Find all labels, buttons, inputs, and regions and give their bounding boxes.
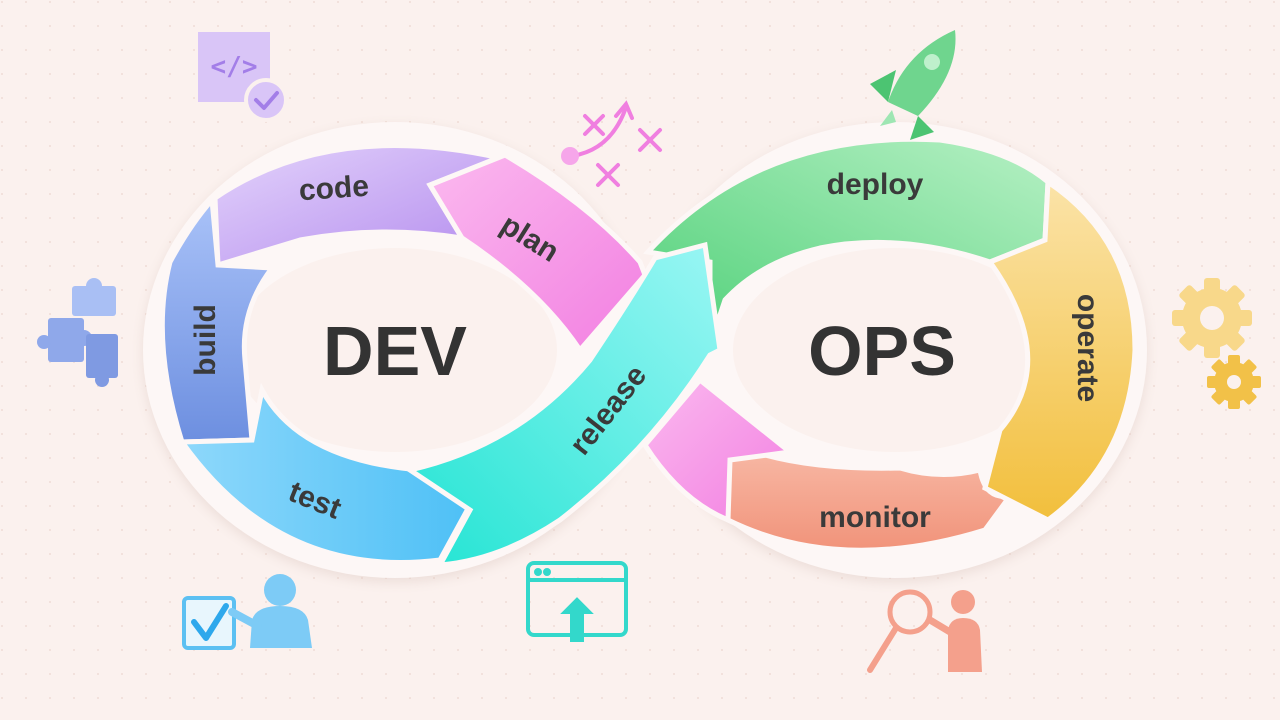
- strategy-icon: [561, 100, 662, 187]
- puzzle-icon: [37, 278, 118, 387]
- segment-operate: [982, 177, 1138, 523]
- segment-plan: [426, 152, 648, 355]
- stage-label-code: code: [298, 170, 370, 208]
- stage-label-operate: operate: [1071, 294, 1104, 402]
- stage-label-monitor: monitor: [819, 501, 931, 534]
- stage-label-deploy: deploy: [827, 168, 924, 201]
- upload-window-icon: [526, 561, 628, 642]
- segment-release: [403, 241, 723, 568]
- svg-text:</>: </>: [211, 52, 258, 82]
- segment-build: [159, 193, 277, 445]
- rocket-icon: [870, 30, 956, 140]
- segment-plan-lower: [641, 376, 797, 524]
- checklist-person-icon: [182, 574, 312, 650]
- segment-monitor: [705, 435, 1016, 553]
- gears-icon: [1172, 278, 1261, 409]
- code-check-icon: </>: [198, 32, 288, 122]
- ops-label: OPS: [808, 312, 956, 390]
- dev-label: DEV: [323, 312, 467, 390]
- stage-label-build: build: [189, 304, 222, 376]
- magnifier-person-icon: [867, 589, 982, 673]
